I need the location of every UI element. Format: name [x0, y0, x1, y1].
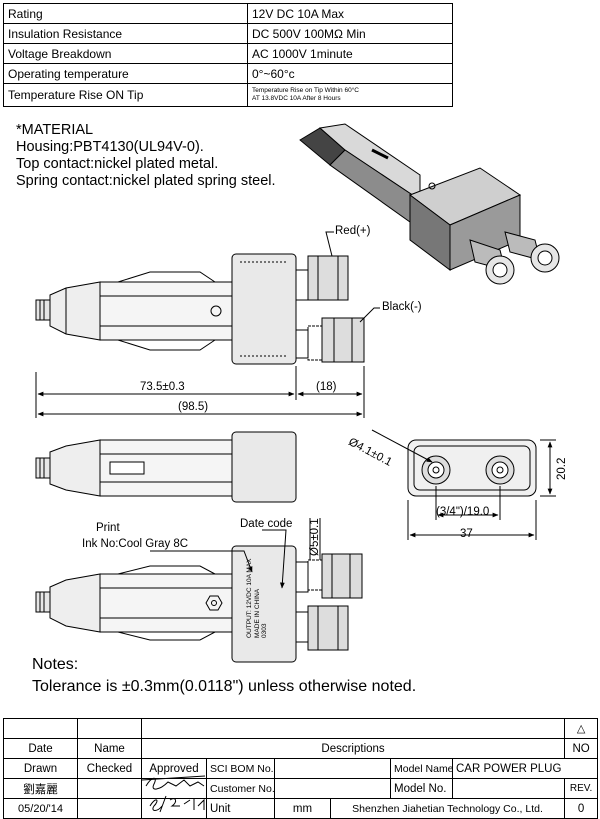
rev-triangle: △ — [564, 718, 599, 739]
notes-heading: Notes: — [32, 656, 79, 673]
spec-value: Temperature Rise on Tip Within 60°C AT 1… — [247, 83, 453, 107]
date-header: Date — [3, 738, 78, 759]
housing-print: OUTPUT: 12VDC 10A MAX MADE IN CHINA 0303 — [246, 559, 269, 638]
date-code-label: Date code — [240, 518, 293, 530]
spec-table: Rating 12V DC 10A Max Insulation Resista… — [3, 3, 453, 107]
plug-isometric-view — [299, 123, 560, 285]
spec-row: Voltage Breakdown AC 1000V 1minute — [3, 43, 453, 64]
dim-98-5: (98.5) — [178, 401, 209, 413]
name-header: Name — [77, 738, 142, 759]
dim-pitch: (3/4")/19.0 — [436, 506, 490, 518]
red-terminal-label: Red(+) — [335, 225, 371, 237]
company-name: Shenzhen Jiahetian Technology Co., Ltd. — [329, 798, 566, 819]
rev-value: 0 — [564, 798, 599, 819]
material-heading: *MATERIAL — [16, 122, 94, 138]
spec-value-line: AT 13.8VDC 10A After 8 Hours — [252, 95, 341, 102]
plug-side-view-bottom — [35, 545, 363, 663]
plug-side-view-middle — [35, 431, 297, 503]
plug-end-view — [407, 439, 537, 497]
black-callout-line — [359, 307, 380, 323]
material-top-contact: Top contact:nickel plated metal. — [16, 156, 219, 172]
material-block: *MATERIAL Housing:PBT4130(UL94V-0). Top … — [16, 122, 276, 190]
dim-18: (18) — [316, 381, 337, 393]
dim-diameter-5: Ø5±0.1 — [309, 518, 321, 556]
customer-no-label: Customer No. — [206, 778, 275, 799]
plug-side-view-top — [35, 253, 365, 365]
red-callout-line — [325, 231, 334, 257]
model-name-value: CAR POWER PLUG — [451, 758, 599, 779]
housing-print-line: MADE IN CHINA — [253, 588, 261, 638]
dim-73-5: 73.5±0.3 — [140, 381, 185, 393]
spec-label: Voltage Breakdown — [3, 43, 248, 64]
drawn-date: 05/20/'14 — [3, 798, 78, 819]
no-header: NO — [564, 738, 599, 759]
material-housing: Housing:PBT4130(UL94V-0). — [16, 139, 204, 155]
spec-value-line: Temperature Rise on Tip Within 60°C — [252, 87, 360, 94]
unit-label: Unit — [206, 798, 275, 819]
model-name-label: Model Name — [390, 758, 453, 779]
print-label: Print — [96, 522, 120, 534]
dim-37: 37 — [460, 528, 473, 540]
descriptions-header: Descriptions — [140, 738, 566, 759]
housing-print-line: OUTPUT: 12VDC 10A MAX — [246, 558, 253, 638]
housing-print-line: 0303 — [261, 623, 268, 638]
approved-header: Approved — [141, 758, 207, 779]
notes-tolerance: Tolerance is ±0.3mm(0.0118") unless othe… — [32, 678, 417, 695]
unit-value: mm — [274, 798, 331, 819]
spec-row: Temperature Rise ON Tip Temperature Rise… — [3, 83, 453, 107]
checked-header: Checked — [77, 758, 142, 779]
black-terminal-label: Black(-) — [382, 301, 422, 313]
rev-header: REV. — [564, 778, 599, 799]
dim-20-2: 20.2 — [556, 457, 568, 480]
notes-block: Notes: Tolerance is ±0.3mm(0.0118") unle… — [32, 654, 416, 698]
model-no-label: Model No. — [390, 778, 453, 799]
drawn-header: Drawn — [3, 758, 78, 779]
drawn-by: 劉嘉麗 — [3, 778, 78, 799]
title-block: △ Date Name Descriptions NO Drawn Checke… — [3, 718, 599, 819]
material-spring-contact: Spring contact:nickel plated spring stee… — [16, 173, 276, 189]
sci-bom-label: SCI BOM No. — [206, 758, 275, 779]
ink-label: Ink No:Cool Gray 8C — [82, 538, 189, 550]
